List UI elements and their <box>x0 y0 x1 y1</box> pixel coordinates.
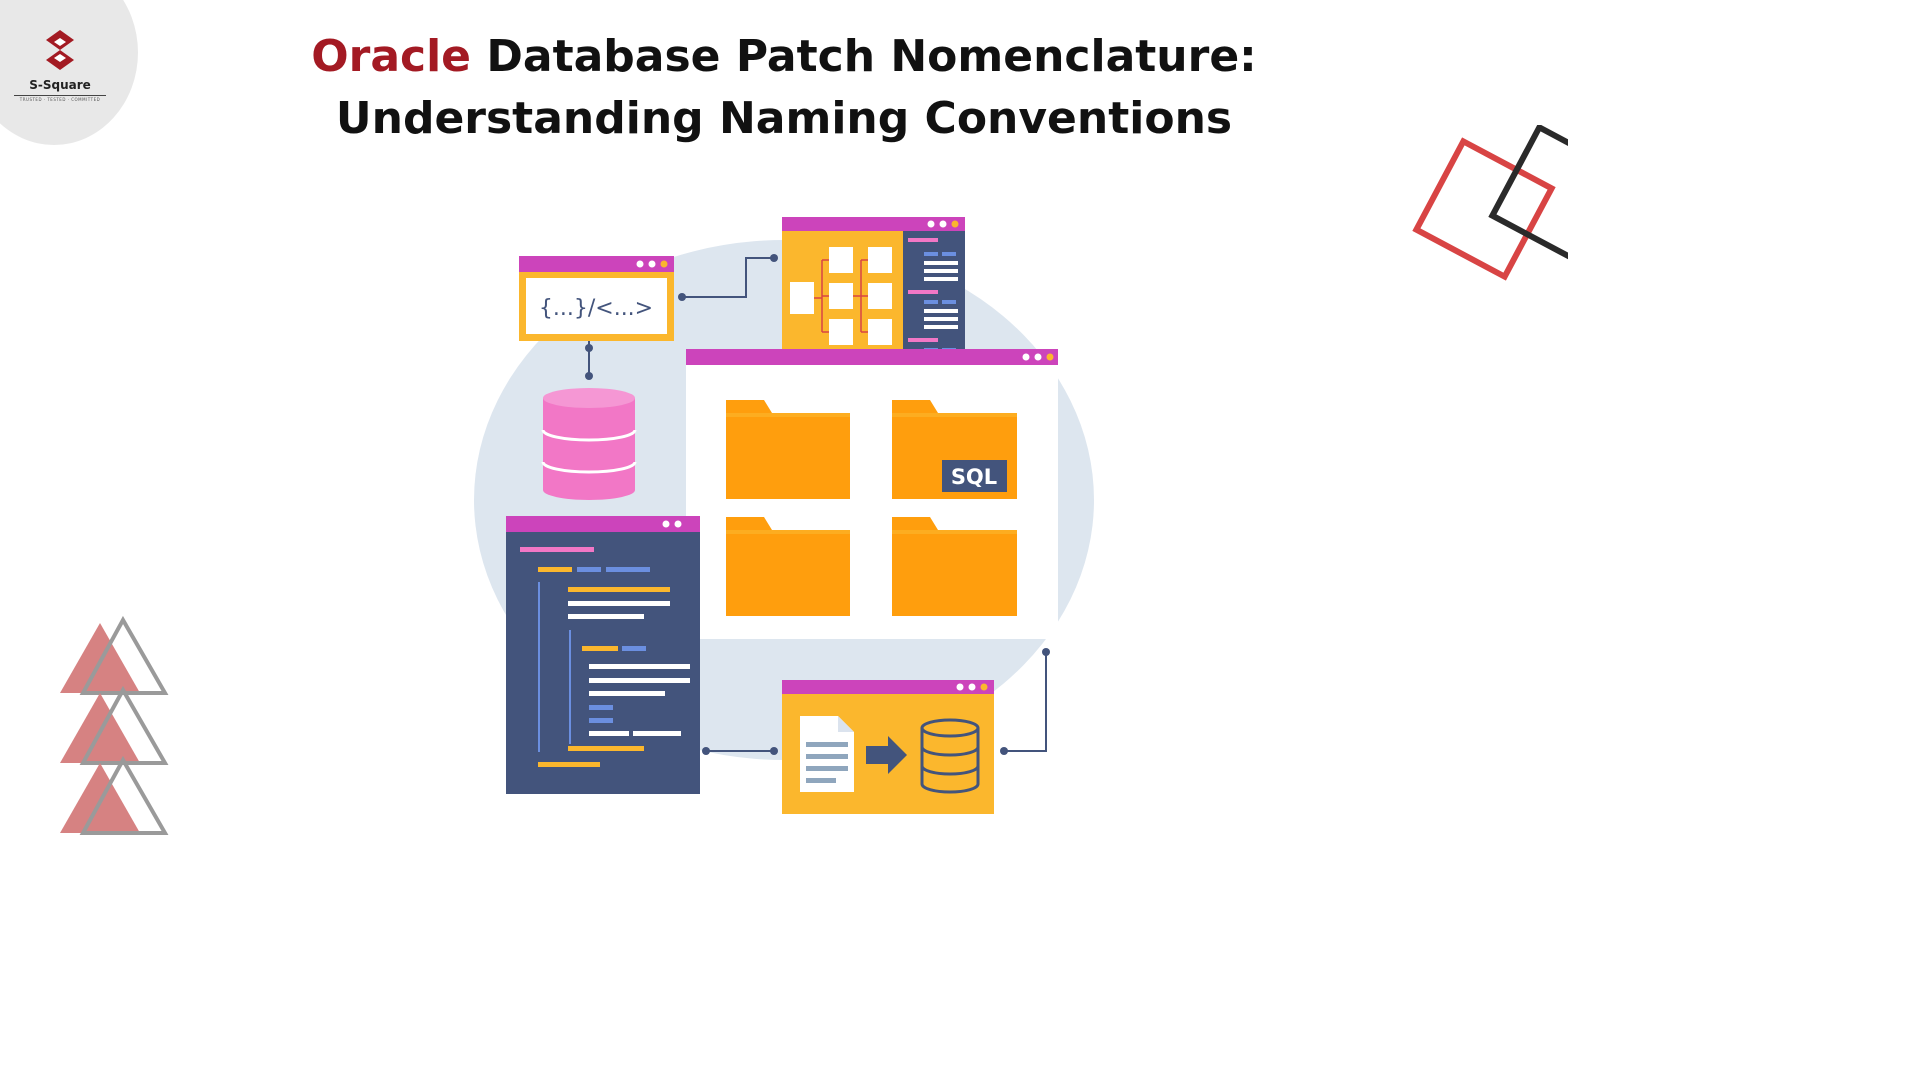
connector-lines <box>588 257 1047 752</box>
title-line-2: Understanding Naming Conventions <box>335 93 1233 144</box>
folder-icon <box>726 400 1017 616</box>
folder-window: SQL <box>686 349 1058 639</box>
logo: S-Square TRUSTED · TESTED · COMMITTED <box>10 28 110 102</box>
logo-tagline: TRUSTED · TESTED · COMMITTED <box>19 97 101 102</box>
page-title: Oracle Database Patch Nomenclature: Unde… <box>0 26 1568 150</box>
database-illustration: {...}/<...> <box>474 217 1094 814</box>
title-accent: Oracle <box>311 31 472 82</box>
file-to-database-icon <box>782 680 994 814</box>
title-line-1: Oracle Database Patch Nomenclature: <box>0 26 1568 88</box>
sql-label-box <box>942 460 1007 492</box>
decorative-squares-icon <box>1412 125 1568 281</box>
code-window-icon: {...}/<...> <box>519 256 674 341</box>
structure-window-icon <box>782 217 965 358</box>
decorative-triangles-icon <box>60 615 169 835</box>
code-editor-icon <box>506 516 700 794</box>
database-icon <box>541 388 637 500</box>
code-window-text: {...}/<...> <box>539 296 653 321</box>
logo-name: S-Square <box>29 78 91 92</box>
title-line1-rest: Database Patch Nomenclature: <box>486 31 1257 82</box>
sql-label: SQL <box>951 465 997 489</box>
s-square-logo-icon <box>46 30 74 70</box>
